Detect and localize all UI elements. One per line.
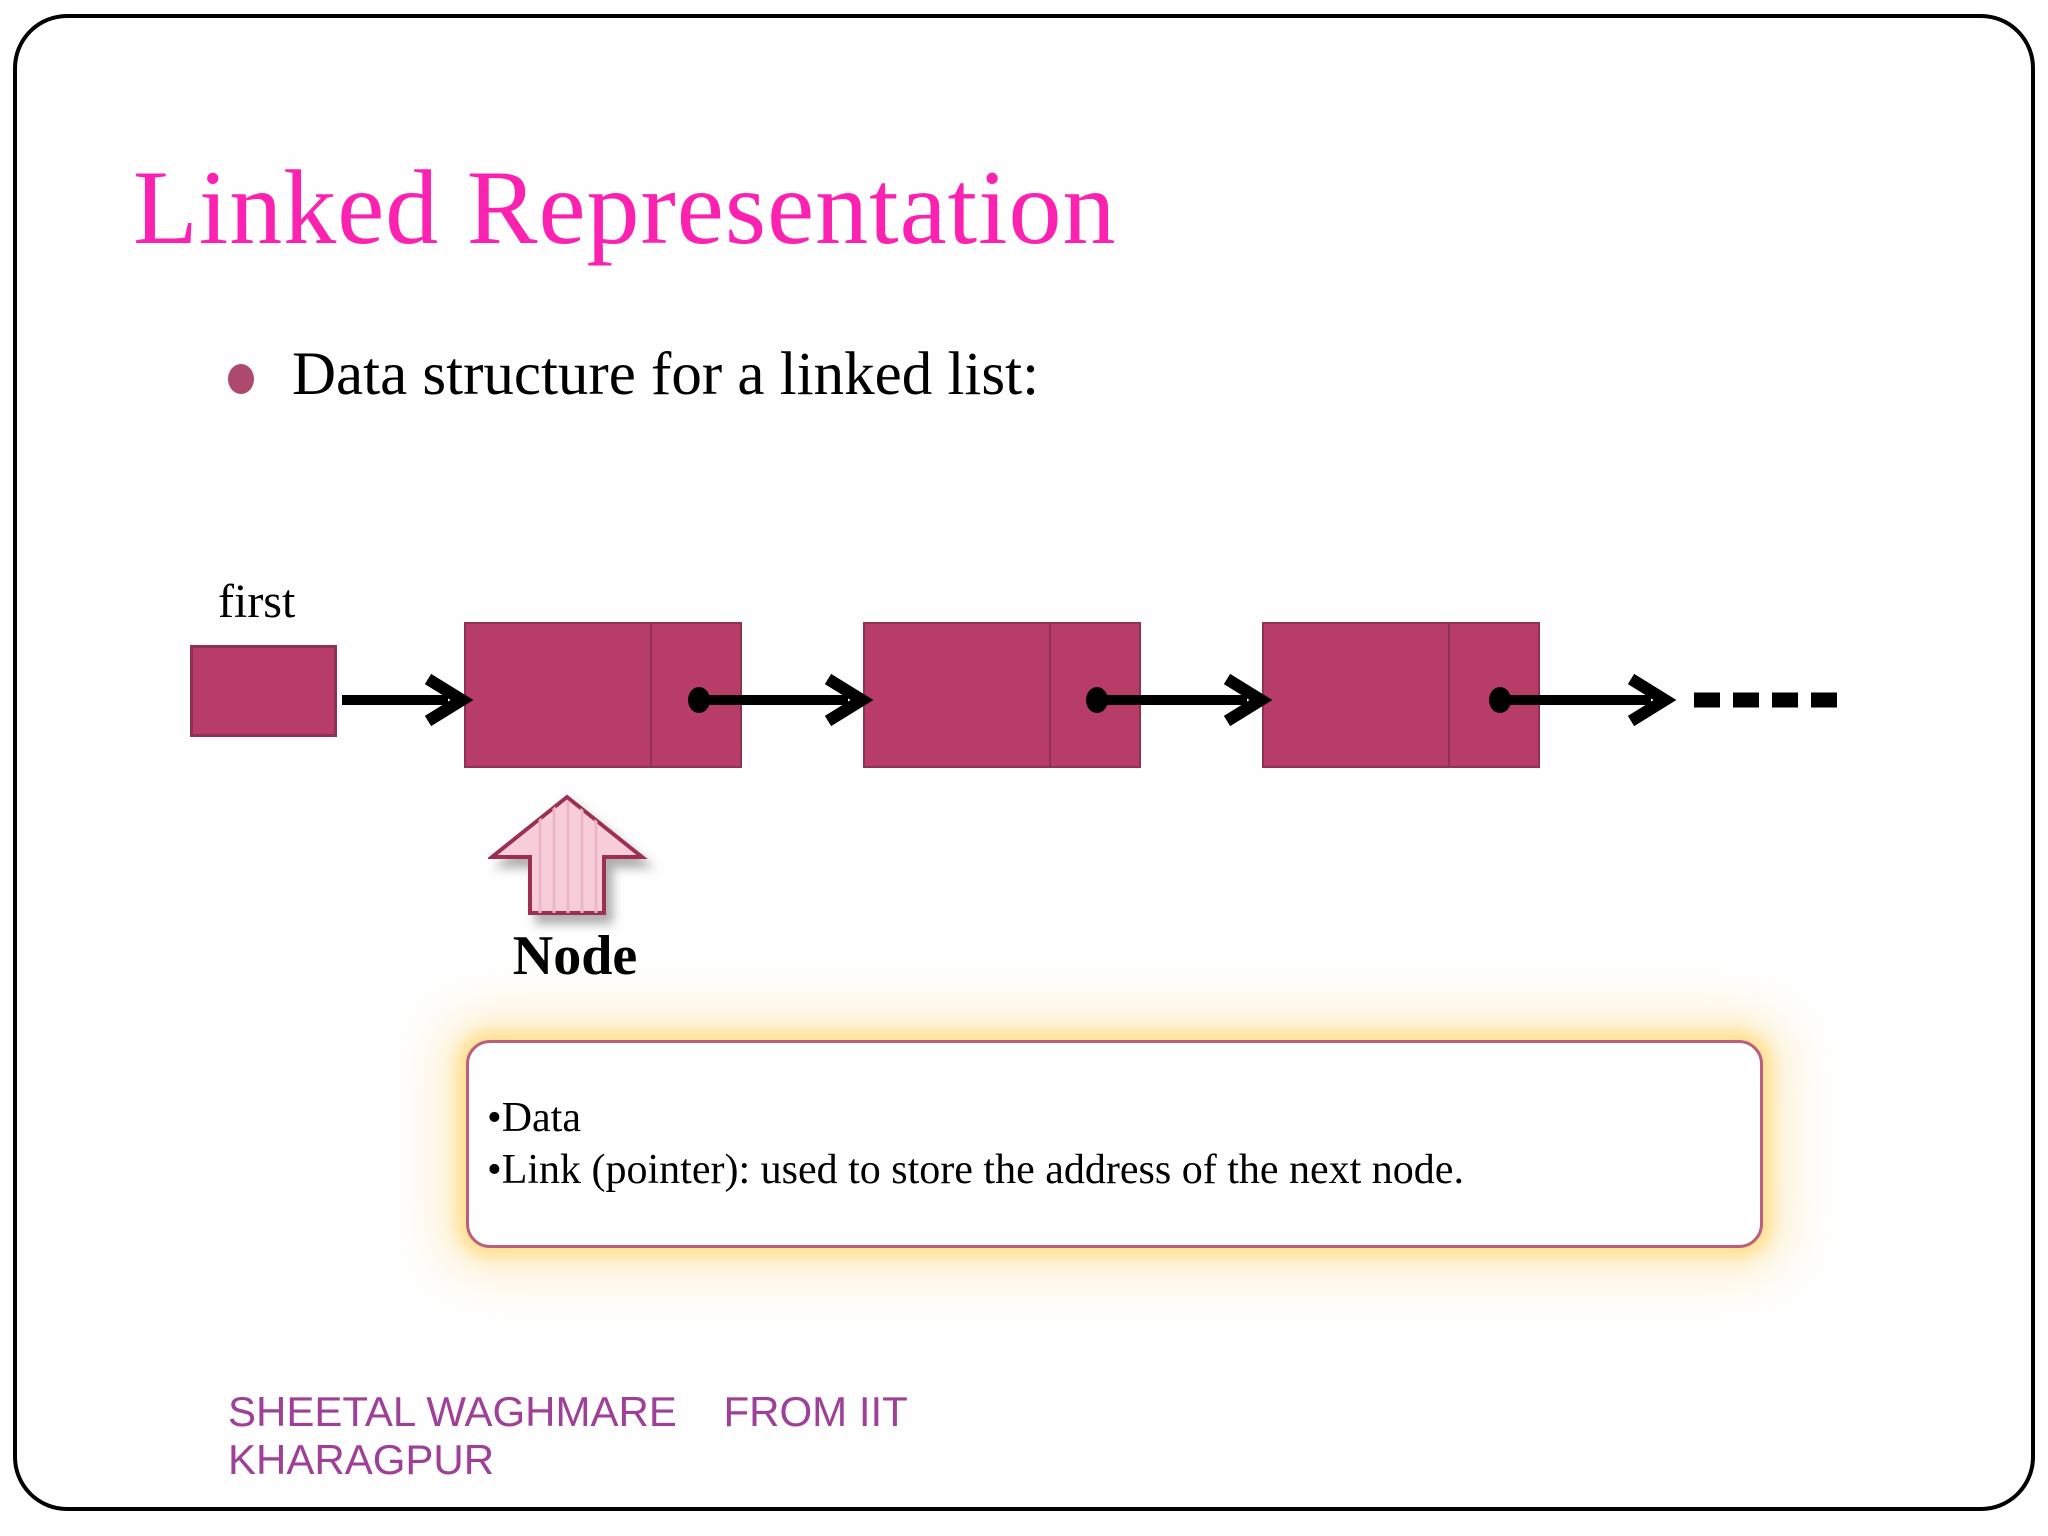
callout-line-link: •Link (pointer): used to store the addre… bbox=[487, 1147, 1464, 1193]
bullet-dot-icon bbox=[228, 364, 254, 394]
node-2-divider bbox=[1048, 624, 1051, 766]
first-pointer-label: first bbox=[218, 575, 296, 628]
footer-credit: SHEETAL WAGHMARE FROM IIT KHARAGPUR bbox=[228, 1388, 908, 1484]
arrowhead-3 bbox=[1223, 673, 1273, 727]
node-3-divider bbox=[1447, 624, 1450, 766]
arrowhead-1 bbox=[424, 673, 474, 727]
callout-line-data: •Data bbox=[487, 1095, 581, 1141]
bullet-text: Data structure for a linked list: bbox=[292, 341, 1040, 408]
node-label: Node bbox=[512, 925, 638, 987]
slide-title: Linked Representation bbox=[133, 149, 1117, 266]
footer-line-2: KHARAGPUR bbox=[228, 1436, 495, 1483]
arrowhead-4 bbox=[1627, 673, 1677, 727]
node-fields-callout: •Data •Link (pointer): used to store the… bbox=[466, 1040, 1763, 1248]
node-pointer-up-arrow-icon bbox=[488, 794, 648, 915]
arrowhead-2 bbox=[824, 673, 874, 727]
first-pointer-box bbox=[190, 645, 337, 737]
footer-line-1: SHEETAL WAGHMARE FROM IIT bbox=[228, 1388, 908, 1435]
link-arrows-layer bbox=[342, 673, 1848, 727]
bullet-item: Data structure for a linked list: bbox=[228, 338, 1039, 411]
node-1-divider bbox=[649, 624, 652, 766]
